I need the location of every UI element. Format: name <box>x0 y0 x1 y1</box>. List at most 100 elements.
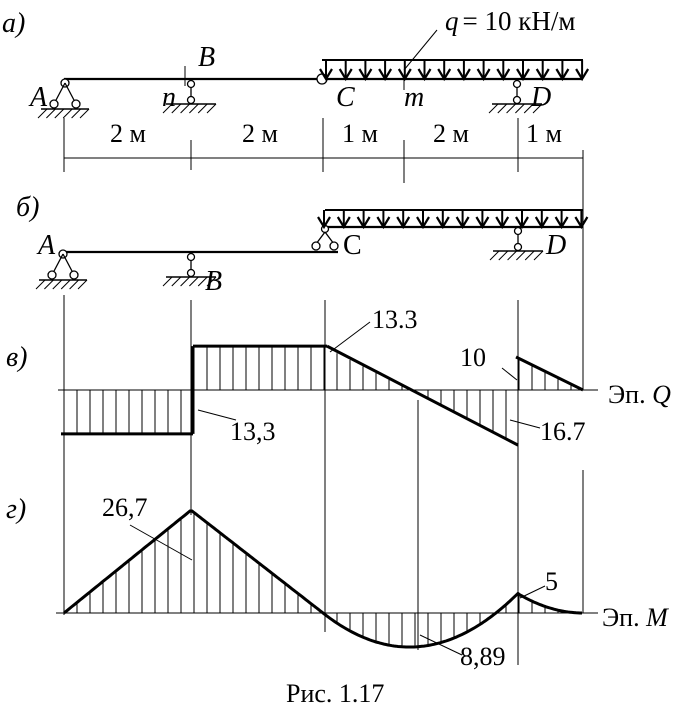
point-a-label-b: A <box>36 230 56 261</box>
section-m-label: m <box>404 82 424 113</box>
support-leg <box>62 253 74 274</box>
ground-hatch <box>498 250 509 261</box>
ground-hatch <box>532 103 543 114</box>
ground-hatch <box>515 103 525 114</box>
ground-hatch <box>60 279 71 290</box>
ground-hatch <box>52 279 63 290</box>
arrow-head-icon <box>376 216 391 230</box>
rod-bottom-icon <box>512 95 522 105</box>
ground-hatch <box>37 108 48 119</box>
ground-hatch <box>206 103 217 114</box>
ground-hatch <box>46 108 56 119</box>
ground-hatch <box>44 279 54 290</box>
span-1: 2 м <box>110 119 146 148</box>
q-leader-d-right <box>501 367 518 381</box>
ground-hatch <box>197 276 208 287</box>
m-value-b: 26,7 <box>102 493 148 522</box>
arrow-head-icon <box>476 68 491 82</box>
m-leader-b <box>129 524 193 561</box>
span-3: 1 м <box>342 119 378 148</box>
point-c-label: C <box>336 82 355 113</box>
rod-bottom-icon <box>513 242 523 252</box>
ground-hatch <box>506 103 516 114</box>
q-value-d-left: 16.7 <box>540 417 586 446</box>
roller-icon <box>49 99 59 109</box>
ground-hatch <box>71 108 81 119</box>
arrow-head-icon <box>338 68 353 82</box>
rod-top-icon <box>186 79 196 89</box>
m-leader-d <box>519 585 546 599</box>
rod-top-icon <box>512 79 522 89</box>
arrow-head-icon <box>515 216 529 230</box>
ground-hatch <box>77 279 88 290</box>
roller-icon <box>71 99 81 109</box>
arrow-head-icon <box>496 68 511 82</box>
ground-hatch <box>180 103 190 114</box>
ground-hatch <box>171 276 182 287</box>
roller-icon <box>69 270 79 280</box>
m-value-d: 5 <box>545 567 558 596</box>
span-2: 2 м <box>242 119 278 148</box>
arrow-head-icon <box>516 68 530 82</box>
ground-hatch <box>523 103 534 114</box>
point-b-label: B <box>198 42 215 73</box>
ground-hatch <box>489 250 500 261</box>
section-n-label: n <box>162 82 176 113</box>
arrow-head-icon <box>317 216 331 230</box>
q-segment-de <box>515 355 584 392</box>
span-4: 2 м <box>433 119 469 148</box>
arrow-head-icon <box>575 68 590 82</box>
load-leader <box>403 29 438 71</box>
rod-top-icon <box>186 252 196 262</box>
ground-hatch <box>189 276 199 287</box>
point-d-label: D <box>530 82 551 113</box>
arrow-head-icon <box>456 68 471 82</box>
m-curve <box>63 509 582 649</box>
ground-hatch <box>516 250 526 261</box>
q-segment-cd <box>326 344 519 447</box>
figure-caption: Рис. 1.17 <box>286 679 384 708</box>
arrow-head-icon <box>396 216 411 230</box>
arrow-head-icon <box>378 68 393 82</box>
ground-hatch <box>171 103 182 114</box>
figure-geometry <box>35 29 598 665</box>
rod-top-icon <box>513 226 523 236</box>
point-d-label-b: D <box>545 230 566 261</box>
arrow-head-icon <box>554 216 569 230</box>
arrow-head-icon <box>397 68 412 82</box>
arrow-head-icon <box>455 216 470 230</box>
roller-icon <box>329 241 339 251</box>
arrow-head-icon <box>437 68 452 82</box>
load-label: q= 10 кН/м <box>445 6 575 36</box>
roller-icon <box>47 270 57 280</box>
panel-b-label: б) <box>16 192 39 223</box>
arrow-head-icon <box>555 68 570 82</box>
ground-hatch <box>69 279 79 290</box>
ground-hatch <box>497 103 508 114</box>
point-a-label: A <box>28 82 48 113</box>
ground-hatch <box>62 108 73 119</box>
point-b-label-b: B <box>205 266 222 297</box>
q-leader-ab <box>197 409 237 421</box>
ground-hatch <box>524 250 535 261</box>
support-leg <box>52 253 64 274</box>
ground-hatch <box>533 250 544 261</box>
q-value-c: 13.3 <box>372 305 418 334</box>
support-leg <box>64 82 76 103</box>
ground-hatch <box>162 103 173 114</box>
support-leg <box>54 82 66 103</box>
ground-hatch <box>507 250 517 261</box>
panel-v-label: в) <box>6 342 27 373</box>
ground-hatch <box>180 276 190 287</box>
roller-icon <box>311 241 321 251</box>
arrow-head-icon <box>535 68 550 82</box>
arrow-head-icon <box>336 216 351 230</box>
ground-hatch <box>189 103 199 114</box>
ground-hatch <box>162 276 173 287</box>
ground-hatch <box>206 276 217 287</box>
arrow-head-icon <box>416 216 430 230</box>
point-c-label-b: C <box>343 230 362 261</box>
m-value-min: 8,89 <box>460 642 506 671</box>
arrow-head-icon <box>417 68 432 82</box>
